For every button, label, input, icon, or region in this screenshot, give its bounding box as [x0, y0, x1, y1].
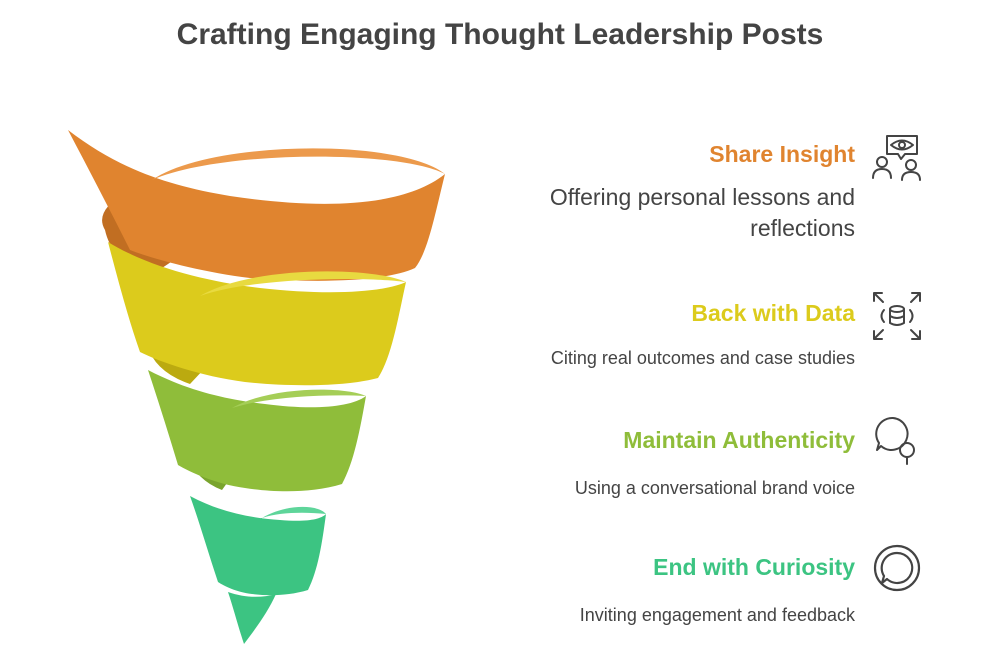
step-heading: Back with Data	[691, 300, 855, 326]
step-heading: Maintain Authenticity	[623, 427, 855, 453]
search-chat-icon	[875, 416, 915, 465]
page-title: Crafting Engaging Thought Leadership Pos…	[176, 18, 824, 51]
step-end-with-curiosity: End with Curiosity Inviting engagement a…	[435, 554, 855, 626]
funnel-band-orange-lip	[152, 148, 445, 180]
funnel-band-green	[148, 370, 366, 492]
funnel-band-yellow-lip	[200, 271, 406, 296]
funnel-tip	[228, 592, 276, 644]
funnel-band-yellow	[108, 242, 406, 386]
eye-people-icon	[872, 135, 921, 181]
step-description: Inviting engagement and feedback	[579, 605, 855, 625]
step-maintain-authenticity: Maintain Authenticity Using a conversati…	[435, 427, 855, 499]
step-heading: End with Curiosity	[653, 554, 855, 580]
funnel-band-teal	[190, 496, 326, 596]
step-description: Citing real outcomes and case studies	[550, 348, 855, 368]
step-share-insight: Share Insight Offering personal lessons …	[435, 141, 855, 244]
funnel-band-teal-lip	[262, 506, 326, 518]
funnel-band-green-lip	[232, 389, 366, 408]
database-expand-icon	[873, 292, 921, 340]
chat-bubble-icon	[873, 544, 921, 592]
funnel-band-orange	[68, 130, 445, 281]
step-heading: Share Insight	[709, 141, 855, 167]
step-back-with-data: Back with Data Citing real outcomes and …	[435, 300, 855, 369]
step-description: Using a conversational brand voice	[574, 478, 855, 498]
step-description: Offering personal lessons and reflection…	[549, 184, 855, 241]
spiral-funnel-graphic	[68, 130, 445, 644]
